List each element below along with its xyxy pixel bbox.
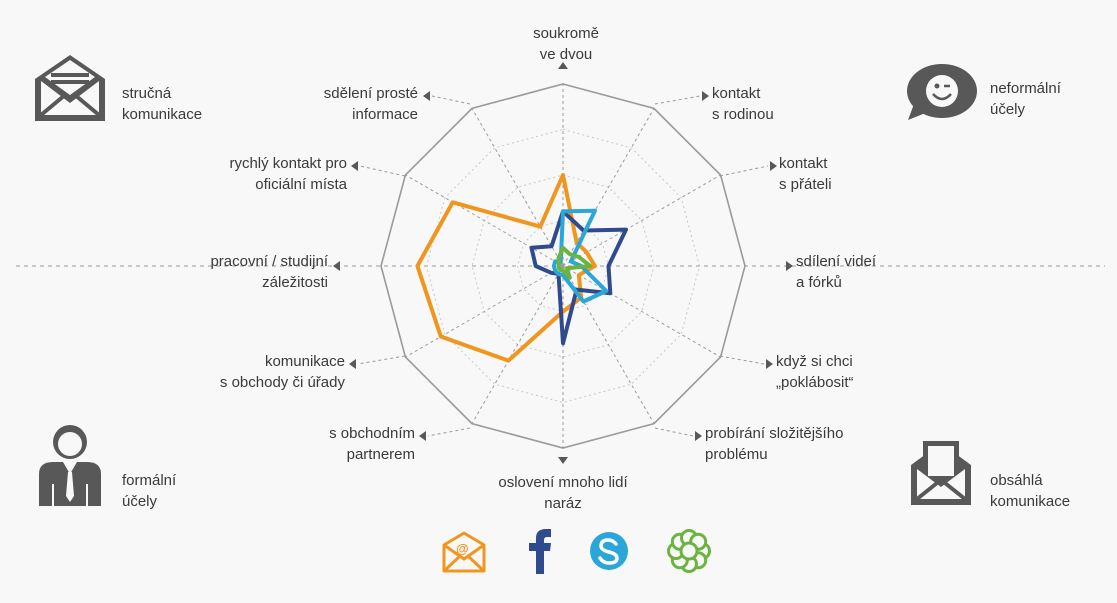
axis-label-3-line-2: s přáteli — [779, 176, 832, 193]
axis-arrow-3 — [770, 161, 777, 171]
axis-label-2-line-1: kontakt — [712, 85, 761, 102]
spoke-11 — [405, 174, 564, 267]
leader-line-3 — [719, 165, 769, 177]
spoke-5 — [562, 265, 721, 358]
series-skype — [551, 208, 609, 304]
businessman-icon — [39, 425, 101, 506]
axis-arrow-12 — [423, 91, 430, 101]
leader-line-2 — [654, 95, 701, 105]
corner-top-right-line-1: neformální — [990, 80, 1062, 97]
axis-label-11-line-1: rychlý kontakt pro — [229, 155, 347, 172]
axis-label-10-line-2: záležitosti — [262, 274, 328, 291]
leader-line-6 — [654, 427, 694, 437]
axis-arrow-11 — [351, 161, 358, 171]
axis-label-12-line-1: sdělení prosté — [324, 85, 418, 102]
axis-label-1-line-2: ve dvou — [540, 46, 593, 63]
corner-bottom-right-line-2: komunikace — [990, 493, 1070, 510]
legend-facebook-icon — [529, 529, 551, 574]
icq-center — [679, 541, 699, 561]
spoke-2 — [562, 108, 655, 267]
spoke-12 — [471, 108, 564, 267]
series-icq — [556, 245, 593, 280]
series-email — [415, 173, 597, 363]
axis-arrow-9 — [349, 359, 356, 369]
axis-label-2-line-2: s rodinou — [712, 106, 774, 123]
axis-label-7-line-1: oslovení mnoho lidí — [498, 474, 628, 491]
envelope-letter-icon — [911, 441, 971, 505]
leader-line-9 — [357, 355, 406, 365]
corner-top-right-line-2: účely — [990, 101, 1026, 118]
axis-arrow-10 — [333, 261, 340, 271]
grid-ring-3 — [425, 128, 701, 404]
axis-label-11-line-2: oficiální místa — [255, 176, 347, 193]
radar-grid — [380, 83, 746, 449]
axis-label-5-line-1: když si chci — [776, 353, 853, 370]
legend-icq-flower-icon — [667, 529, 711, 573]
chat-smile-icon — [907, 64, 977, 120]
axis-label-5-line-2: „poklábosit“ — [776, 374, 854, 391]
corner-bottom-right-line-1: obsáhlá — [990, 472, 1043, 489]
series-facebook — [529, 209, 628, 346]
axis-label-8-line-1: s obchodním — [329, 425, 415, 442]
axis-label-10-line-1: pracovní / studijní — [210, 253, 328, 270]
radar-series — [415, 173, 628, 363]
axis-label-6-line-1: probírání složitějšího — [705, 425, 843, 442]
corner-bottom-left-line-1: formální — [122, 472, 177, 489]
axis-label-3-line-1: kontakt — [779, 155, 828, 172]
axis-arrow-4 — [786, 261, 793, 271]
axis-arrow-5 — [766, 359, 773, 369]
spoke-8 — [471, 265, 564, 424]
axis-label-12-line-2: informace — [352, 106, 418, 123]
legend: @ — [442, 529, 711, 574]
axis-label-1-line-1: soukromě — [533, 25, 599, 42]
axis-arrow-7 — [558, 457, 568, 464]
leader-line-12 — [431, 95, 471, 105]
axis-label-8-line-2: partnerem — [347, 446, 415, 463]
axis-label-4-line-2: a fórků — [796, 274, 842, 291]
spoke-9 — [405, 265, 564, 358]
axis-label-6-line-2: problému — [705, 446, 768, 463]
axis-arrow-6 — [695, 431, 702, 441]
legend-skype-icon — [590, 532, 628, 570]
svg-text:@: @ — [456, 541, 469, 556]
corner-top-left-line-2: komunikace — [122, 106, 202, 123]
axis-arrow-2 — [702, 91, 709, 101]
envelope-open-icon — [35, 55, 105, 121]
axis-label-9-line-2: s obchody či úřady — [220, 374, 346, 391]
legend-email-icon: @ — [442, 531, 486, 573]
leader-line-8 — [427, 427, 471, 437]
axis-arrow-8 — [419, 431, 426, 441]
leader-line-5 — [719, 355, 765, 365]
axis-label-9-line-1: komunikace — [265, 353, 345, 370]
spoke-3 — [562, 174, 721, 267]
axis-labels: soukromě ve dvou kontakt s rodinou kontakt s … — [210, 25, 876, 512]
axis-arrow-1 — [558, 62, 568, 69]
corner-top-left-line-1: stručná — [122, 85, 172, 102]
leader-line-11 — [359, 165, 406, 177]
axis-label-7-line-2: naráz — [544, 495, 582, 512]
corner-bottom-left-line-2: účely — [122, 493, 158, 510]
axis-label-4-line-1: sdílení videí — [796, 253, 877, 270]
